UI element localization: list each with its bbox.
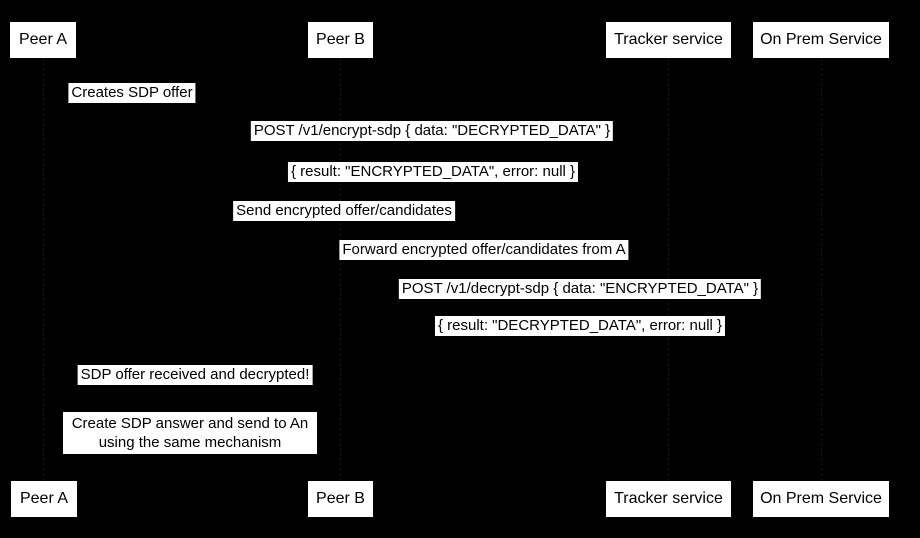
note-create-sdp-answer: Create SDP answer and send to An using t… <box>63 412 317 454</box>
message-encrypt-result: { result: "ENCRYPTED_DATA", error: null … <box>287 162 579 182</box>
actor-peer-b-bottom: Peer B <box>308 481 373 517</box>
actor-peer-a-bottom: Peer A <box>11 481 77 517</box>
message-decrypt-result: { result: "DECRYPTED_DATA", error: null … <box>434 316 726 336</box>
note-creates-sdp-offer: Creates SDP offer <box>68 83 196 103</box>
lifeline-peer-a <box>43 58 44 481</box>
lifeline-peer-b <box>340 58 341 481</box>
message-forward-encrypted-offer: Forward encrypted offer/candidates from … <box>339 240 629 260</box>
actor-on-prem-service-top: On Prem Service <box>753 22 889 58</box>
actor-peer-a-top: Peer A <box>10 22 76 58</box>
lifeline-tracker-service <box>668 58 669 481</box>
note-line-2: using the same mechanism <box>98 434 282 451</box>
message-post-encrypt-sdp: POST /v1/encrypt-sdp { data: "DECRYPTED_… <box>250 121 614 141</box>
actor-peer-b-top: Peer B <box>308 22 373 58</box>
message-post-decrypt-sdp: POST /v1/decrypt-sdp { data: "ENCRYPTED_… <box>398 279 762 299</box>
message-send-encrypted-offer: Send encrypted offer/candidates <box>233 201 455 221</box>
message-sdp-offer-received: SDP offer received and decrypted! <box>77 365 313 385</box>
actor-tracker-service-top: Tracker service <box>606 22 731 58</box>
note-line-1: Create SDP answer and send to An <box>71 415 309 432</box>
lifeline-on-prem-service <box>821 58 822 481</box>
actor-on-prem-service-bottom: On Prem Service <box>753 481 889 517</box>
actor-tracker-service-bottom: Tracker service <box>606 481 731 517</box>
